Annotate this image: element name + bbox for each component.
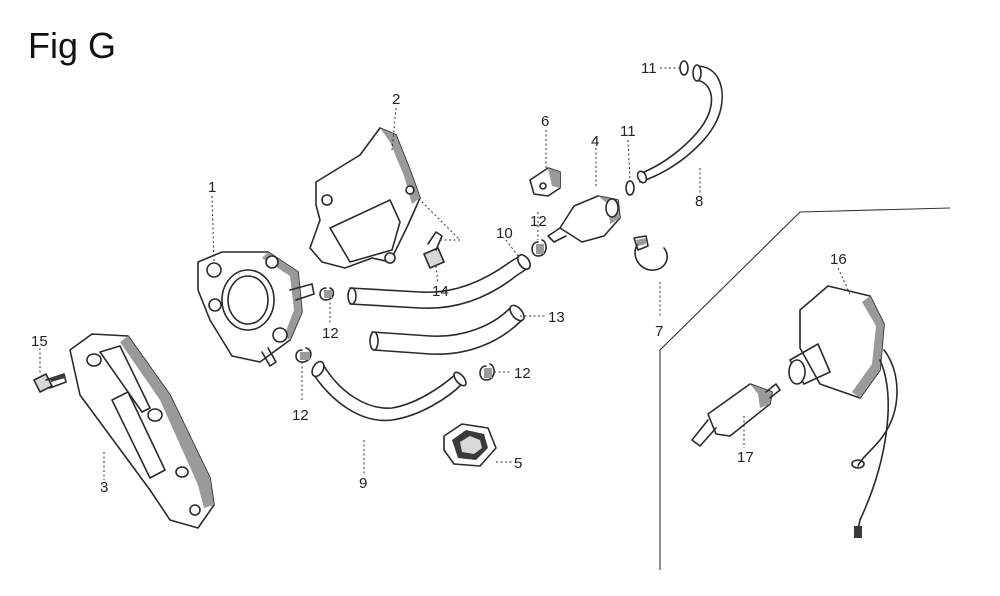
leader-lines xyxy=(39,67,851,480)
callout-labels: 1 2 3 4 5 6 7 8 9 10 11 11 12 12 12 12 1… xyxy=(31,60,847,496)
part-12-clamp-d xyxy=(479,363,495,381)
part-15-bolt xyxy=(33,373,67,393)
callout-15: 15 xyxy=(31,333,48,350)
part-12-clamp-b xyxy=(295,347,312,363)
part-1-body xyxy=(197,251,315,367)
part-7-clamp xyxy=(633,235,668,271)
part-14-bolt xyxy=(419,199,462,269)
callout-11-mid: 11 xyxy=(620,123,636,140)
callout-9: 9 xyxy=(359,475,367,492)
callout-8: 8 xyxy=(695,193,703,210)
callout-3: 3 xyxy=(100,479,108,496)
callout-12-left-upper: 12 xyxy=(322,325,339,342)
part-16-coil xyxy=(788,285,898,538)
callout-12-center-upper: 12 xyxy=(530,213,547,230)
part-5-grommet xyxy=(443,423,497,467)
part-17-filter xyxy=(691,383,781,447)
part-10-hose xyxy=(347,254,531,310)
callout-5: 5 xyxy=(514,455,522,472)
callout-7: 7 xyxy=(655,323,663,340)
part-6-clip xyxy=(529,167,561,197)
callout-11-top: 11 xyxy=(641,60,657,77)
callout-6: 6 xyxy=(541,113,549,130)
part-2-cover xyxy=(309,127,421,269)
callout-17: 17 xyxy=(737,449,754,466)
callout-13: 13 xyxy=(548,309,565,326)
callout-12-left-lower: 12 xyxy=(292,407,309,424)
part-13-hose xyxy=(369,304,525,355)
callout-10: 10 xyxy=(496,225,513,242)
part-11-clamp-a xyxy=(679,60,689,76)
part-12-clamp-a xyxy=(319,287,335,301)
part-11-clamp-b xyxy=(625,180,635,196)
callout-4: 4 xyxy=(591,133,599,150)
part-4-valve xyxy=(547,195,621,243)
callout-12-center-lower: 12 xyxy=(514,365,531,382)
figure-title: Fig G xyxy=(28,25,117,66)
callout-14: 14 xyxy=(432,283,449,300)
part-8-hose xyxy=(636,64,723,184)
callout-1: 1 xyxy=(208,179,216,196)
part-9-hose xyxy=(311,360,467,422)
callout-16: 16 xyxy=(830,251,847,268)
section-divider xyxy=(659,207,951,570)
part-12-clamp-c xyxy=(531,239,547,257)
part-3-bracket xyxy=(69,333,215,529)
callout-2: 2 xyxy=(392,91,400,108)
